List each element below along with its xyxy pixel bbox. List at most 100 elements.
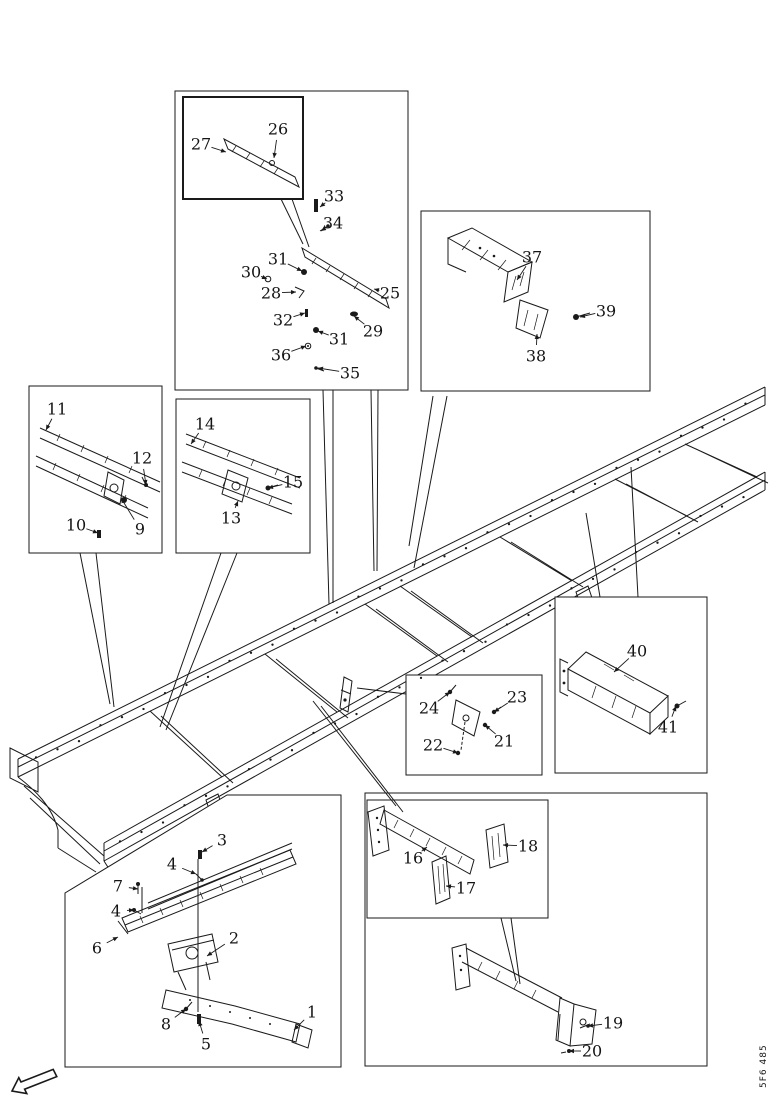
rivet-dot <box>314 619 317 622</box>
rivet-dot <box>247 767 251 771</box>
callout-label-37: 37 <box>522 248 542 267</box>
callout-label-31: 31 <box>329 330 349 349</box>
rivet-dot <box>701 426 704 429</box>
callout-label-3: 3 <box>217 831 227 850</box>
rivet-dot <box>335 611 339 614</box>
leader-line <box>376 389 379 572</box>
rivet-dot <box>507 522 511 526</box>
rivet-dot <box>570 587 573 590</box>
callout-label-39: 39 <box>596 302 616 321</box>
rivet-dot <box>529 514 532 518</box>
callout-arrowhead <box>92 529 98 534</box>
callout-label-6: 6 <box>92 939 102 958</box>
callout-arrowhead <box>569 1048 574 1054</box>
rivet-dot <box>56 748 59 751</box>
callout-label-31: 31 <box>268 250 288 269</box>
callout-arrowhead <box>207 951 213 956</box>
rivet-dot <box>376 695 380 698</box>
callout-label-41: 41 <box>658 718 678 737</box>
callout-arrowhead <box>588 1023 594 1028</box>
rivet-dot <box>77 740 81 743</box>
callout-label-13: 13 <box>221 509 241 528</box>
rivet-dot <box>118 840 122 843</box>
callout-label-14: 14 <box>195 415 215 434</box>
rivet-dot <box>486 531 489 534</box>
leader-line <box>79 552 111 705</box>
leader-line <box>630 466 639 598</box>
rivet-dot <box>204 794 208 797</box>
callout-label-25: 25 <box>380 284 400 303</box>
callout-label-5: 5 <box>201 1035 211 1054</box>
callout-arrowhead <box>299 312 305 317</box>
rivet-dot <box>744 402 747 405</box>
rivet-dot <box>484 640 487 643</box>
rivet-dot <box>271 643 274 646</box>
direction-of-travel-arrow-icon <box>10 1068 58 1095</box>
callout-arrowhead <box>220 148 226 153</box>
callout-arrowhead <box>354 316 360 321</box>
callout-arrowhead <box>180 1009 186 1014</box>
callout-label-10: 10 <box>66 516 86 535</box>
rivet-dot <box>656 541 659 544</box>
callout-arrowhead <box>46 424 51 430</box>
callout-arrowhead <box>198 1021 203 1027</box>
callout-label-27: 27 <box>191 135 211 154</box>
leader-line <box>280 198 304 245</box>
callout-label-17: 17 <box>456 879 476 898</box>
callout-label-40: 40 <box>627 642 647 661</box>
leader-line <box>159 552 222 728</box>
callout-arrowhead <box>300 345 306 350</box>
callout-arrowhead <box>580 313 586 319</box>
leader-line <box>95 552 115 708</box>
callout-label-4: 4 <box>167 855 177 874</box>
callout-label-7: 7 <box>113 877 123 896</box>
rivet-dot <box>378 587 382 590</box>
callout-arrowhead <box>191 438 196 444</box>
callout-arrowhead <box>320 202 326 207</box>
rivet-dot <box>140 830 143 834</box>
rivet-dot <box>613 568 616 571</box>
rivet-dot <box>441 659 444 662</box>
callout-label-30: 30 <box>241 263 261 282</box>
callout-label-28: 28 <box>261 284 281 303</box>
leader-line <box>356 687 407 695</box>
leader-line <box>322 389 330 605</box>
callout-label-18: 18 <box>518 837 538 856</box>
rivet-dot <box>464 547 468 550</box>
rivet-dot <box>34 756 38 759</box>
callout-label-21: 21 <box>494 732 514 751</box>
callout-arrowhead <box>143 479 148 485</box>
callout-arrowhead <box>446 884 452 889</box>
callout-label-2: 2 <box>229 929 239 948</box>
callout-label-9: 9 <box>135 520 145 539</box>
rivet-dot <box>183 804 186 807</box>
callout-label-11: 11 <box>47 400 67 419</box>
rivet-dot <box>677 532 681 535</box>
callout-label-22: 22 <box>423 736 443 755</box>
callout-arrowhead <box>321 226 327 231</box>
rivet-dot <box>269 758 272 761</box>
callout-arrowhead <box>112 937 118 942</box>
rivet-dot <box>290 749 294 752</box>
callout-arrowhead <box>128 908 134 913</box>
rivet-dot <box>505 623 509 626</box>
rivet-dot <box>99 724 102 727</box>
callout-label-23: 23 <box>507 688 527 707</box>
leader-line <box>585 512 601 598</box>
rivet-dot <box>161 821 165 824</box>
callout-arrowhead <box>318 330 324 335</box>
rivet-dot <box>462 650 466 653</box>
callout-label-16: 16 <box>403 849 423 868</box>
rivet-dot <box>228 659 231 663</box>
callout-arrowhead <box>132 886 138 891</box>
rivet-dot <box>120 715 124 719</box>
rivet-dot <box>636 458 640 461</box>
leader-line <box>408 395 434 547</box>
leader-line <box>165 552 238 731</box>
callout-arrowhead <box>614 667 620 672</box>
detail-box-sill-inner <box>182 96 304 200</box>
callout-arrowhead <box>296 266 302 271</box>
rivet-dot <box>572 490 575 494</box>
